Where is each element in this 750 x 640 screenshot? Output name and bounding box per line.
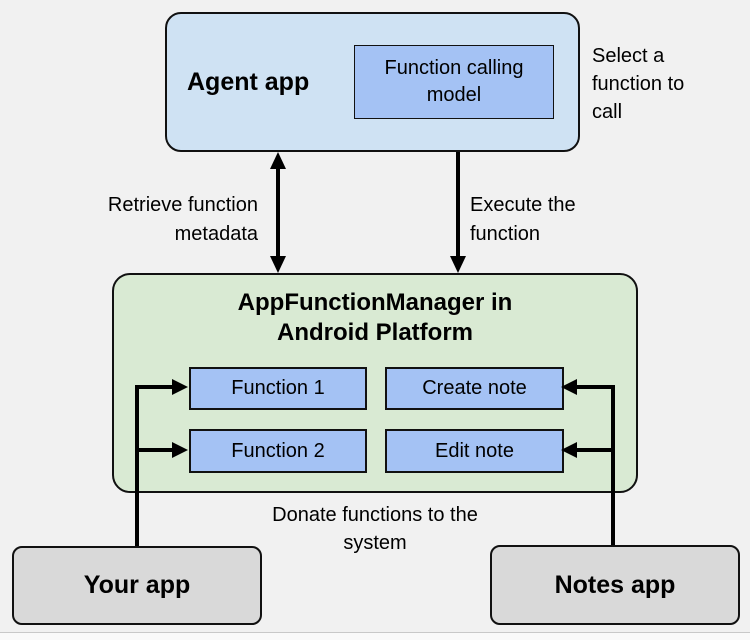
arrow-down-icon: [270, 256, 286, 273]
window-edge: [0, 632, 750, 640]
function-2-label: Function 2: [231, 439, 325, 462]
arrow-up-icon: [270, 152, 286, 169]
app-function-manager-title: AppFunctionManager in Android Platform: [237, 289, 513, 346]
connector-horizontal-line: [577, 385, 615, 389]
arrow-right-icon: [172, 442, 188, 458]
arrow-down-icon: [450, 256, 466, 273]
select-function-annotation: Select a function to call: [592, 45, 685, 123]
connector-vertical-line: [135, 385, 139, 546]
arrow-left-icon: [561, 442, 577, 458]
your-app-label: Your app: [83, 571, 191, 599]
your-app-box: Your app: [12, 546, 262, 625]
arrow-right-icon: [172, 379, 188, 395]
connector-horizontal-line: [135, 448, 173, 452]
function-calling-model-label: Function calling model: [384, 57, 524, 106]
execute-function-label: Execute the function: [470, 194, 576, 245]
arrow-shaft: [276, 165, 280, 259]
function-1-box: Function 1: [189, 367, 367, 410]
app-function-manager-box: AppFunctionManager in Android Platform F…: [112, 273, 638, 493]
notes-app-box: Notes app: [490, 545, 740, 625]
edit-note-box: Edit note: [385, 429, 564, 473]
edit-note-label: Edit note: [435, 439, 514, 462]
donate-functions-label: Donate functions to the system: [272, 504, 478, 554]
function-1-label: Function 1: [231, 377, 325, 399]
function-calling-model-box: Function calling model: [354, 45, 554, 119]
create-note-label: Create note: [422, 377, 527, 399]
function-2-box: Function 2: [189, 429, 367, 473]
arrow-shaft: [456, 152, 460, 259]
notes-app-label: Notes app: [554, 570, 676, 599]
agent-app-box: Agent app Function calling model: [165, 12, 580, 152]
agent-app-label: Agent app: [187, 67, 310, 96]
connector-horizontal-line: [577, 448, 615, 452]
create-note-box: Create note: [385, 367, 564, 410]
retrieve-metadata-label: Retrieve function metadata: [107, 194, 258, 245]
connector-horizontal-line: [135, 385, 173, 389]
arrow-left-icon: [561, 379, 577, 395]
connector-vertical-line: [611, 385, 615, 545]
